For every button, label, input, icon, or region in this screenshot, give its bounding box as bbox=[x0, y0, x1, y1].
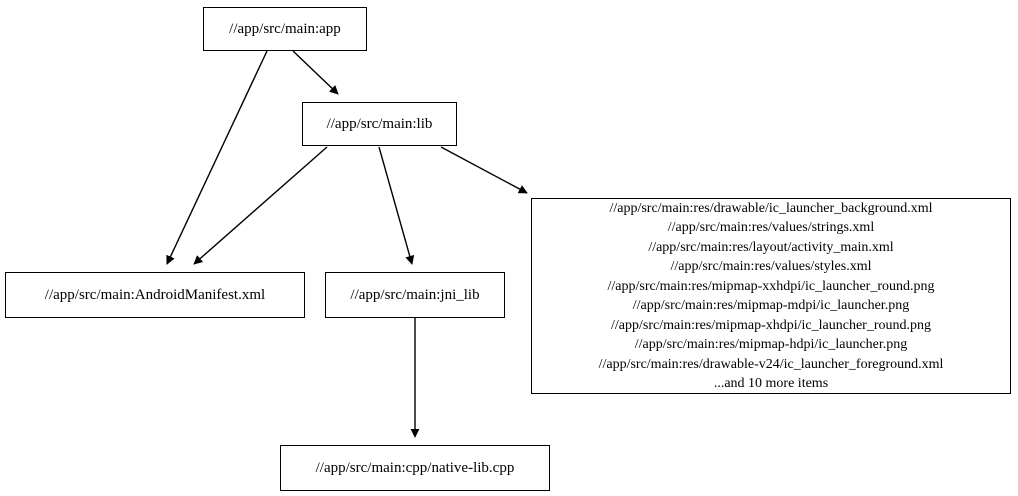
node-resource-group-label: //app/src/main:res/drawable/ic_launcher_… bbox=[599, 199, 944, 394]
node-app[interactable]: //app/src/main:app bbox=[203, 7, 367, 51]
edge-lib-to-jni-lib bbox=[378, 146, 415, 265]
resource-group-line: //app/src/main:res/drawable/ic_launcher_… bbox=[609, 200, 933, 216]
resource-group-line: //app/src/main:res/mipmap-xxhdpi/ic_laun… bbox=[607, 278, 935, 294]
edge-app-to-manifest bbox=[166, 50, 268, 265]
resource-group-line: ...and 10 more items bbox=[713, 376, 829, 391]
resource-group-line: //app/src/main:res/drawable-v24/ic_launc… bbox=[598, 356, 944, 372]
node-native-lib-cpp-label: //app/src/main:cpp/native-lib.cpp bbox=[315, 460, 515, 476]
node-lib-label: //app/src/main:lib bbox=[326, 116, 433, 132]
node-android-manifest-label: //app/src/main:AndroidManifest.xml bbox=[44, 287, 266, 303]
resource-group-line: //app/src/main:res/mipmap-xhdpi/ic_launc… bbox=[611, 317, 931, 333]
resource-group-line: //app/src/main:res/values/styles.xml bbox=[670, 259, 872, 274]
node-native-lib-cpp[interactable]: //app/src/main:cpp/native-lib.cpp bbox=[280, 445, 550, 491]
node-jni-lib[interactable]: //app/src/main:jni_lib bbox=[325, 272, 505, 318]
edge-app-to-lib bbox=[292, 50, 339, 95]
edge-lib-to-manifest bbox=[193, 146, 328, 265]
node-jni-lib-label: //app/src/main:jni_lib bbox=[350, 287, 480, 303]
resource-group-line: //app/src/main:res/mipmap-mdpi/ic_launch… bbox=[632, 298, 910, 313]
node-resource-group[interactable]: //app/src/main:res/drawable/ic_launcher_… bbox=[531, 198, 1011, 394]
node-android-manifest[interactable]: //app/src/main:AndroidManifest.xml bbox=[5, 272, 305, 318]
node-app-label: //app/src/main:app bbox=[229, 21, 341, 37]
resource-group-line: //app/src/main:res/values/strings.xml bbox=[667, 220, 875, 235]
edge-lib-to-res-group bbox=[440, 146, 528, 194]
resource-group-line: //app/src/main:res/layout/activity_main.… bbox=[648, 239, 894, 255]
node-lib[interactable]: //app/src/main:lib bbox=[302, 102, 457, 146]
resource-group-line: //app/src/main:res/mipmap-hdpi/ic_launch… bbox=[634, 337, 908, 352]
